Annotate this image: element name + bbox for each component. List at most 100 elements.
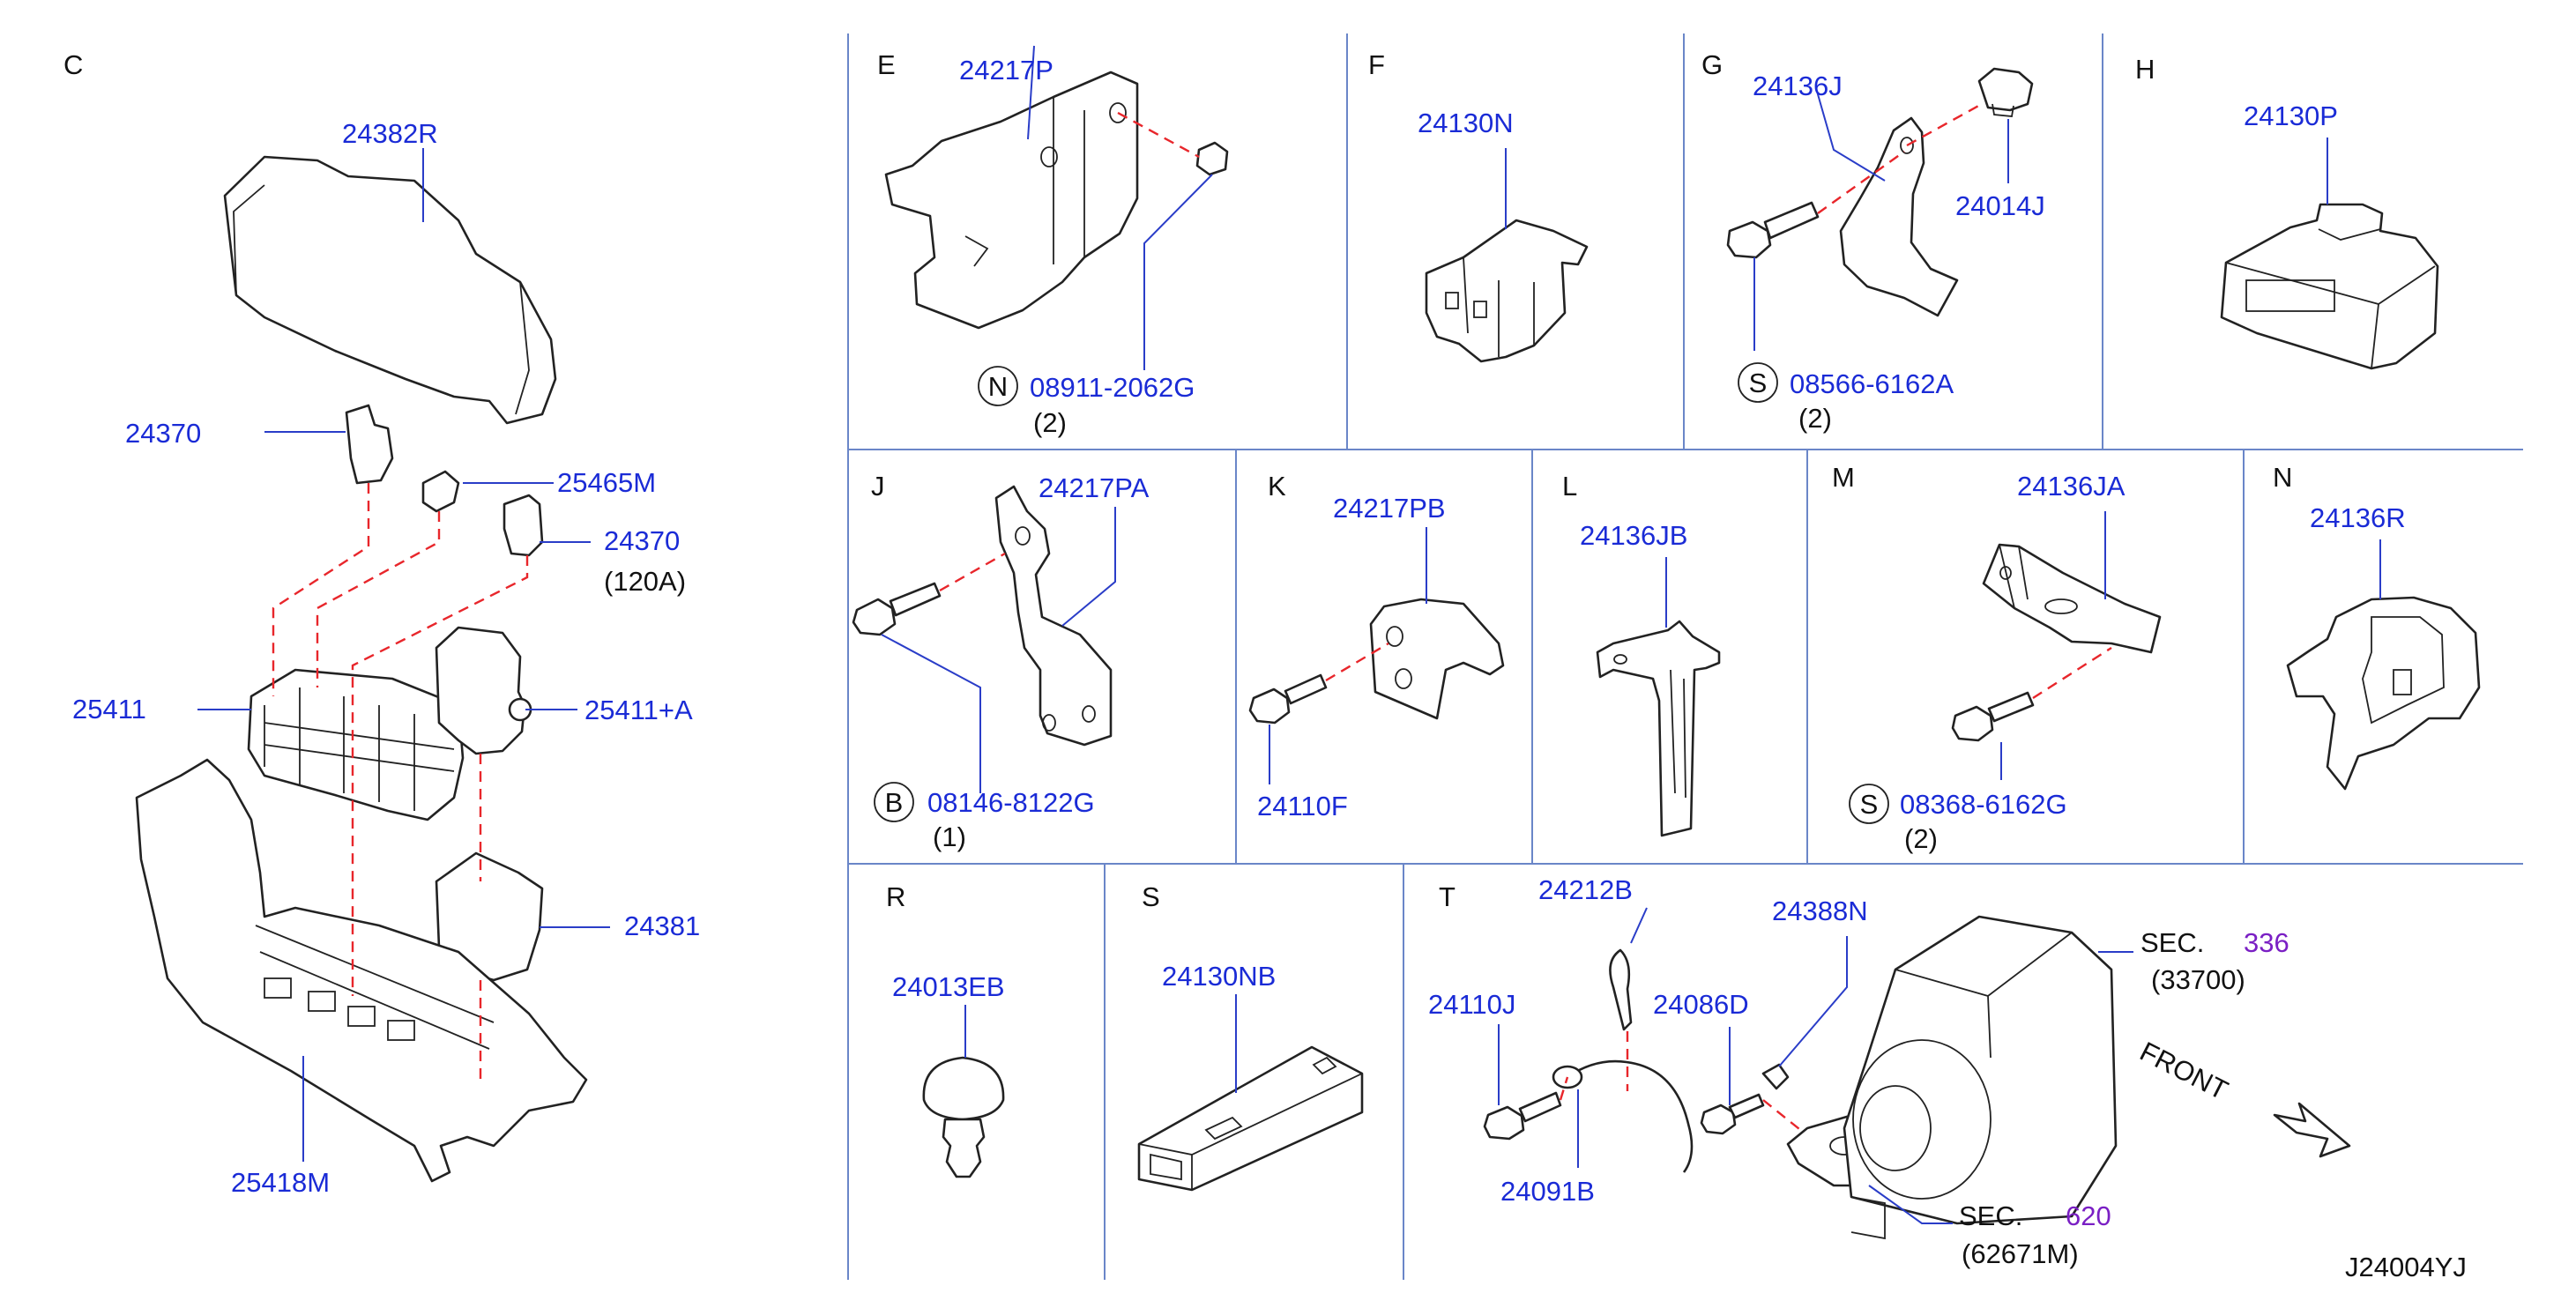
diagram-id: J24004YJ — [2345, 1252, 2467, 1282]
bolt-08368-6162g-part — [1951, 705, 1994, 742]
section-k: 24217PB 24110F — [1248, 493, 1505, 821]
part-number-25465m: 25465M — [557, 467, 656, 498]
section-e: N 24217P 08911-2062G (2) — [884, 45, 1229, 438]
section-letter-s: S — [1142, 881, 1160, 912]
bracket-24136jb-part — [1596, 620, 1721, 837]
bracket-24136ja-part — [1982, 543, 2162, 654]
part-number-24212b: 24212B — [1538, 874, 1633, 905]
section-letter-r: R — [886, 881, 905, 912]
section-s: 24130NB — [1137, 961, 1364, 1192]
front-arrow-icon — [2273, 1102, 2351, 1158]
bolt-24110f-part — [1248, 687, 1291, 725]
bolt-quantity: (2) — [1904, 823, 1938, 854]
section-letter-f: F — [1368, 49, 1385, 80]
section-l: 24136JB — [1580, 520, 1721, 837]
bolt-quantity: (2) — [1798, 403, 1832, 434]
part-number-24091b: 24091B — [1500, 1176, 1595, 1207]
section-ref-number: 336 — [2244, 927, 2289, 958]
part-number-24217p: 24217P — [959, 55, 1053, 85]
section-ref-code: (33700) — [2151, 964, 2245, 995]
section-letter-n: N — [2273, 462, 2292, 493]
part-number-24086d: 24086D — [1653, 989, 1749, 1020]
bolt-callout-circle — [874, 782, 914, 822]
part-number-24136ja: 24136JA — [2017, 471, 2126, 502]
part-number-08911-2062g: 08911-2062G — [1030, 372, 1195, 403]
part-number-24217pb: 24217PB — [1333, 493, 1446, 524]
section-t: 24212B 24388N 24110J 24086D 24091B SEC. … — [1428, 874, 2351, 1269]
part-number-24382r: 24382R — [342, 118, 438, 149]
section-h: 24130P — [2220, 100, 2439, 370]
section-ref-prefix: SEC. — [2140, 927, 2204, 958]
clip-24388n-part — [1761, 1063, 1790, 1090]
bolt-24086d-part — [1700, 1104, 1737, 1135]
part-number-24217pa: 24217PA — [1039, 472, 1150, 503]
fuse-block-part — [247, 668, 465, 821]
section-grid — [847, 33, 2523, 1280]
bolt-callout-circle — [1849, 784, 1889, 824]
front-direction-label: FRONT — [2135, 1036, 2233, 1106]
motor-part — [1843, 915, 2118, 1225]
part-number-24136j: 24136J — [1753, 71, 1843, 101]
section-g: S 24136J 24014J 08566-6162A (2) — [1726, 67, 2045, 434]
clip-24014j-part — [1977, 67, 2034, 112]
section-letter-j: J — [871, 471, 885, 502]
part-number-24388n: 24388N — [1772, 896, 1868, 926]
section-j: B 24217PA 08146-8122G (1) — [852, 472, 1150, 852]
part-number-24136r: 24136R — [2310, 502, 2406, 533]
bracket-24217pa-part — [994, 485, 1113, 747]
section-m: S 24136JA 08368-6162G (2) — [1849, 471, 2162, 854]
section-letter-g: G — [1701, 49, 1723, 80]
section-letter-t: T — [1439, 881, 1456, 912]
module-24130p-part — [2220, 203, 2439, 370]
part-number-24013eb: 24013EB — [892, 971, 1005, 1002]
section-letter-k: K — [1268, 471, 1286, 502]
bracket-24217pb-part — [1369, 598, 1505, 720]
connector-24130n-part — [1425, 219, 1589, 363]
bolt-callout-circle — [1738, 362, 1778, 403]
part-number-08566-6162a: 08566-6162A — [1790, 368, 1954, 399]
fuse-24370-120a-part — [503, 494, 544, 557]
section-letter-h: H — [2135, 54, 2155, 85]
nut-part — [1195, 141, 1229, 176]
section-ref-number: 620 — [2066, 1200, 2111, 1231]
section-c: 24382R 24370 25465M 24370 (120A) 25411 2… — [72, 118, 700, 1198]
part-number-08368-6162g: 08368-6162G — [1900, 789, 2067, 820]
section-ref-code: (62671M) — [1962, 1238, 2079, 1269]
bolt-callout-letter: S — [1860, 789, 1879, 820]
part-number-24014j: 24014J — [1955, 190, 2045, 221]
bolt-quantity: (1) — [933, 821, 966, 852]
part-number-24130nb: 24130NB — [1162, 961, 1276, 992]
bolt-callout-letter: B — [885, 787, 904, 818]
part-number-25411-a: 25411+A — [584, 695, 693, 725]
bolt-08566-6162a-part — [1726, 220, 1772, 259]
bracket-24136j-part — [1839, 116, 1959, 317]
guide-line — [316, 511, 441, 687]
bolt-08146-8122g-part — [852, 598, 897, 636]
part-number-08146-8122g: 08146-8122G — [927, 787, 1095, 818]
nut-callout-circle — [978, 366, 1018, 406]
connector-24130nb-part — [1137, 1045, 1364, 1192]
nut-quantity: (2) — [1033, 407, 1067, 438]
section-letter-l: L — [1562, 471, 1577, 502]
section-letter-m: M — [1832, 462, 1855, 493]
part-number-24136jb: 24136JB — [1580, 520, 1687, 551]
part-number-24130n: 24130N — [1418, 108, 1514, 138]
strap-24212b-part — [1609, 948, 1633, 1031]
fuse-24370-part — [345, 404, 394, 485]
section-f: 24130N — [1418, 108, 1589, 363]
part-number-24130p: 24130P — [2244, 100, 2338, 131]
section-r: 24013EB — [892, 971, 1005, 1178]
fuse-cover-part — [223, 155, 557, 425]
section-ref-prefix: SEC. — [1959, 1200, 2022, 1231]
part-number-24381: 24381 — [624, 910, 700, 941]
bracket-24136r-part — [2286, 596, 2481, 791]
relay-bracket-part — [884, 71, 1139, 330]
fuse-rating-note: (120A) — [604, 566, 686, 597]
part-number-24110j: 24110J — [1428, 989, 1515, 1020]
part-number-25411: 25411 — [72, 694, 146, 725]
section-n: 24136R — [2286, 502, 2481, 791]
bolt-24110j-part — [1483, 1105, 1525, 1141]
guide-line — [272, 483, 370, 696]
clip-24013eb-part — [922, 1056, 1005, 1121]
